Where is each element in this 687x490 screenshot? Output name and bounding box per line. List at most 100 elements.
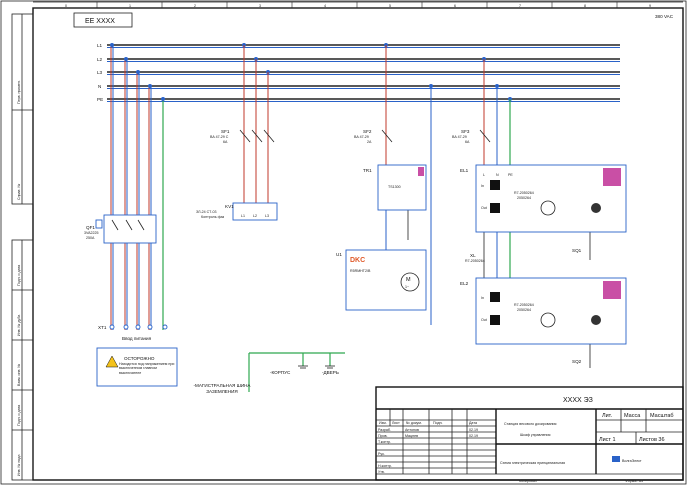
svg-text:1~: 1~ — [405, 285, 409, 289]
doc-number: XXXX ЭЗ — [563, 397, 593, 404]
xl-ref: XL — [470, 253, 476, 258]
el1-lamp-icon — [591, 203, 601, 213]
scale-label: Масштаб — [650, 413, 674, 419]
col-3: 3 — [259, 4, 261, 8]
el1-display — [603, 168, 621, 186]
qf1-rating: 250A — [86, 236, 95, 240]
format-label: Формат А3 — [625, 479, 643, 483]
ground-main-label: -МАГИСТРАЛЬНАЯ ШИНА ЗАЗЕМЛЕНИЯ — [193, 383, 251, 394]
role-head: Рук. — [378, 452, 385, 456]
el1-term-l: L — [483, 173, 485, 177]
date-developer: 02.19 — [469, 428, 478, 432]
sf1-rating: 6A — [223, 140, 228, 144]
date-checker: 02.19 — [469, 434, 478, 438]
el1-term-n: N — [496, 173, 499, 177]
sf2-branch — [381, 45, 432, 325]
col-5: 5 — [389, 4, 391, 8]
el2-display — [603, 281, 621, 299]
qf1-breaker — [95, 214, 157, 244]
code-box — [73, 12, 133, 28]
role-developer: Разраб. — [378, 428, 391, 432]
stamp-dup-inv: Инв. № дубл. — [17, 314, 21, 336]
sf1-model: BA 47-29 C — [210, 135, 229, 139]
svg-text:M: M — [406, 277, 411, 283]
qf1-model: 3VA2225 — [84, 231, 99, 235]
el1-in: In — [481, 184, 484, 188]
copied-label: Копировал — [519, 479, 537, 483]
motor-icon — [400, 272, 420, 292]
company-name: ВолгаЭлект — [622, 459, 642, 463]
stamp-first-use: Перв. примен. — [17, 80, 21, 104]
el1-code: 2050264 — [517, 196, 531, 200]
stamp-sign-date-2: Подп. и дата — [17, 405, 21, 426]
ground-bus — [248, 352, 345, 392]
sheet-label: Лист 1 — [599, 437, 616, 443]
col-9: 9 — [649, 4, 651, 8]
sheets-label: Листов 36 — [639, 437, 665, 443]
col-8: 8 — [584, 4, 586, 8]
col-doc-no: № докум. — [406, 421, 422, 425]
col-date: Дата — [469, 421, 477, 425]
u1-ref: U1 — [336, 252, 342, 257]
column-ruler: 0 1 2 3 4 5 6 7 8 9 — [33, 1, 683, 9]
sf3-branch — [479, 59, 591, 368]
sq2-ref: SQ2 — [572, 359, 582, 364]
kv1-model: ЗЛ-24 СТ-03 — [196, 210, 217, 214]
left-stamp: Перв. примен. Справ. № Подп. и дата Инв.… — [11, 13, 34, 481]
tr1-model: TS1300 — [388, 185, 401, 189]
ground-corpus: -КОРПУС — [270, 370, 291, 375]
sq1-ref: SQ1 — [572, 248, 582, 253]
bus-l1-label: L1 — [97, 43, 103, 48]
stamp-replace-inv: Взам. инв. № — [17, 364, 21, 386]
name-developer: Антонов — [405, 428, 419, 432]
power-buses — [107, 44, 620, 102]
drawing-code: ЕЕ XXXX — [85, 18, 115, 25]
lit-label: Лит. — [602, 413, 613, 419]
col-1: 1 — [129, 4, 131, 8]
kv1-ref: KV1 — [225, 204, 234, 209]
u1-brand-logo: DKC — [350, 257, 365, 264]
bus-l2-label: L2 — [97, 57, 103, 62]
warning-triangle-icon — [105, 355, 119, 368]
stamp-orig-inv: Инв. № подл. — [17, 454, 21, 476]
voltage-label: 380 VAC — [655, 14, 674, 19]
company-logo-icon — [612, 456, 620, 462]
sf3-model: BA 47-29 — [452, 135, 467, 139]
stamp-sign-date-1: Подп. и дата — [17, 265, 21, 286]
kv1-l2: L2 — [253, 214, 257, 218]
col-sign: Подп. — [433, 421, 443, 425]
el2-ref: EL2 — [460, 281, 469, 286]
warning-text: Находится под напряжением при выключенно… — [119, 362, 175, 375]
xt1-terminals — [109, 324, 168, 330]
xt1-caption: Ввод питания — [122, 336, 152, 341]
sf2-ref: SF2 — [363, 129, 372, 134]
tr1-indicator — [418, 167, 424, 176]
stamp-ref-no: Справ. № — [17, 184, 21, 200]
xl-model: R7-2050264 — [465, 259, 485, 263]
el2-out: Out — [481, 318, 487, 322]
el2-in: In — [481, 296, 484, 300]
org-line2: Шкаф управления — [520, 433, 551, 437]
kv1-l3: L3 — [265, 214, 269, 218]
col-6: 6 — [454, 4, 456, 8]
bus-pe-label: PE — [97, 97, 103, 102]
warning-title: ОСТОРОЖНО — [124, 356, 155, 361]
tr1-ref: TR1 — [363, 168, 372, 173]
u1-drive — [345, 249, 427, 311]
sf1-ref: SF1 — [221, 129, 230, 134]
kv1-l1: L1 — [241, 214, 245, 218]
el1-unit — [475, 164, 627, 233]
bus-l3-label: L3 — [97, 70, 103, 75]
el1-socket-icon — [540, 200, 556, 216]
col-izm: Изм. — [379, 421, 387, 425]
el1-model: R7-2050264 — [514, 191, 534, 195]
el2-model: R7-2050264 — [514, 303, 534, 307]
name-checker: Мацнев — [405, 434, 418, 438]
qf1-ref: QF1 — [86, 225, 95, 230]
sf3-rating: 6A — [465, 140, 470, 144]
el2-unit — [475, 277, 627, 345]
col-4: 4 — [324, 4, 326, 8]
